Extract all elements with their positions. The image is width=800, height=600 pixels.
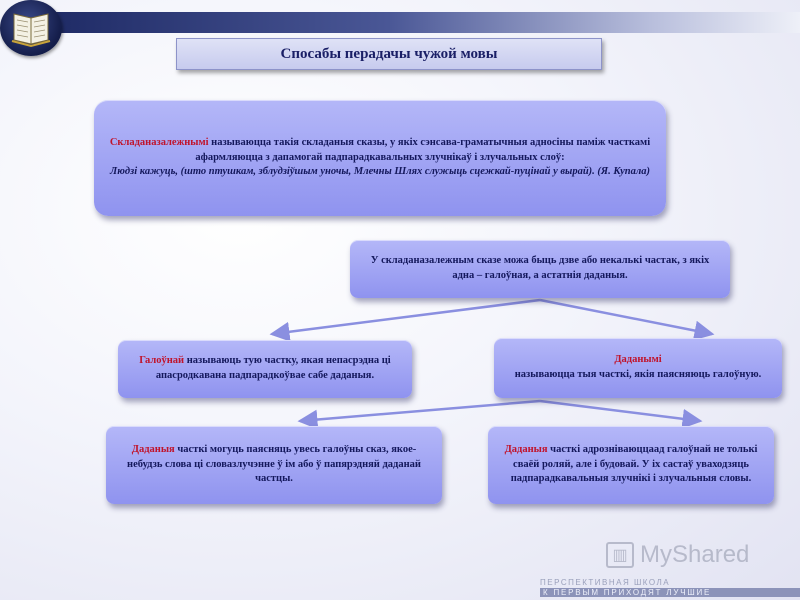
dependent-part-term: Даданымі (614, 354, 662, 366)
dependent-conj-box: Даданыя часткі адрозніваюццаад галоўнай … (488, 426, 774, 504)
dependent-part-text: называюцца тыя часткі, якія паясняюць га… (514, 369, 762, 380)
dependent-conj-term: Даданыя (504, 443, 548, 455)
arrow-to-dependent-role (297, 399, 541, 430)
book-logo-icon (0, 0, 62, 56)
main-part-term: Галоўнай (139, 355, 185, 367)
top-decor-bar (52, 12, 800, 33)
arrow-to-main (269, 298, 541, 342)
dependent-role-box: Даданыя часткі могуць паясняць увесь гал… (106, 426, 442, 504)
dependent-conj-text: часткі адрозніваюццаад галоўнай не тольк… (510, 443, 758, 485)
slide-title: Спосабы перадачы чужой мовы (176, 38, 602, 70)
dependent-role-text: часткі могуць паясняць увесь галоўны ска… (127, 443, 421, 485)
footer-branding: ПЕРСПЕКТИВНАЯ ШКОЛА К ПЕРВЫМ ПРИХОДЯТ ЛУ… (540, 578, 800, 600)
main-part-text: называюць тую частку, якая непасрэдна ці… (155, 355, 391, 381)
definition-box: Складаназалежнымі называюцца такія склад… (94, 100, 666, 216)
watermark: ▥ MyShared (606, 538, 766, 572)
slide-title-text: Спосабы перадачы чужой мовы (280, 45, 498, 62)
definition-example: Людзі кажуць, (што птушкам, зблудзіўшым … (110, 166, 650, 178)
watermark-text: MyShared (640, 541, 750, 568)
definition-text: называюцца такія складаныя сказы, у якіх… (195, 136, 651, 163)
main-part-box: Галоўнай называюць тую частку, якая непа… (118, 340, 412, 398)
arrow-to-dependent-conj (539, 399, 703, 429)
presentation-icon: ▥ (606, 542, 634, 568)
dependent-part-box: Даданымі называюцца тыя часткі, якія пая… (494, 338, 782, 398)
definition-term: Складаназалежнымі (109, 136, 209, 148)
dependent-role-term: Даданыя (131, 443, 175, 455)
footer-line-1: ПЕРСПЕКТИВНАЯ ШКОЛА (540, 578, 671, 587)
book-icon (11, 13, 51, 48)
intro-box: У складаназалежным сказе можа быць дзве … (350, 240, 730, 298)
intro-text: У складаназалежным сказе можа быць дзве … (370, 255, 710, 281)
footer-line-2: К ПЕРВЫМ ПРИХОДЯТ ЛУЧШИЕ (540, 588, 800, 597)
arrow-to-dependent (539, 298, 715, 341)
